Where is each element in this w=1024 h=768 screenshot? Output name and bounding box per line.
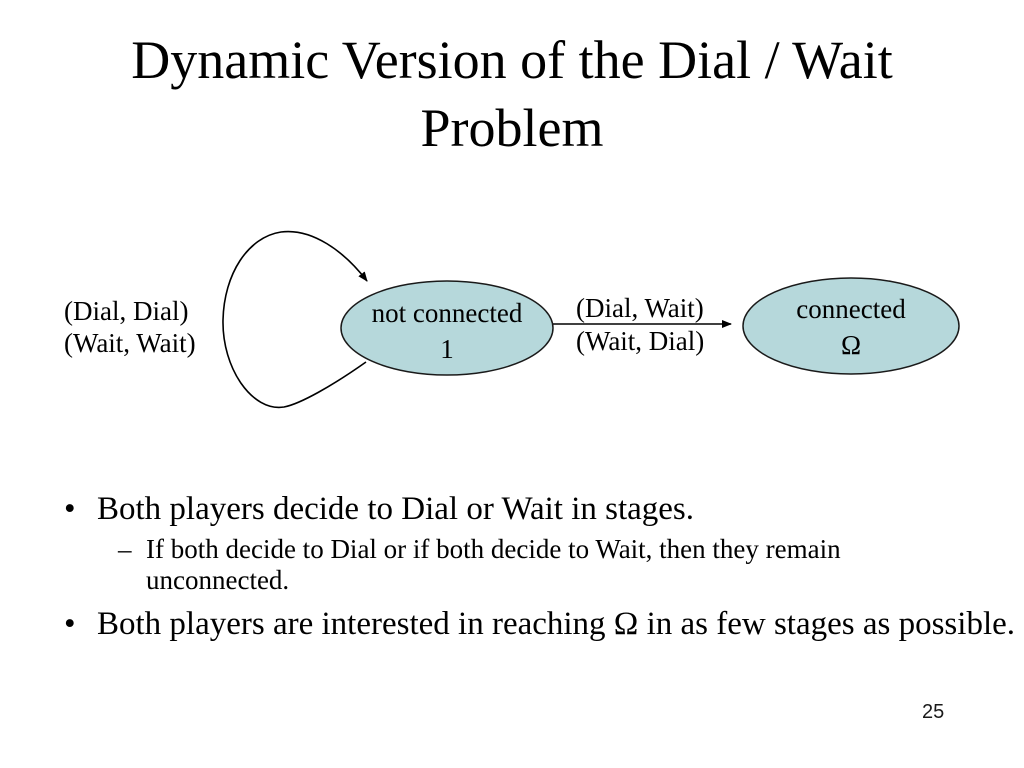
state-node-connected: [742, 277, 960, 375]
transition-label-line1: (Dial, Wait): [576, 293, 704, 323]
state-label-connected-line1: connected: [796, 294, 906, 324]
sub-bullet-item-1-text: If both decide to Dial or if both decide…: [146, 534, 841, 595]
self-loop-label: (Dial, Dial) (Wait, Wait): [64, 295, 196, 359]
state-node-not-connected: [340, 280, 554, 376]
transition-label: (Dial, Wait) (Wait, Dial): [576, 292, 704, 358]
state-diagram: [222, 230, 960, 409]
self-loop-label-line2: (Wait, Wait): [64, 328, 196, 358]
bullet-item-1-text: Both players decide to Dial or Wait in s…: [97, 491, 695, 527]
dash-icon: –: [118, 534, 132, 564]
slide-title: Dynamic Version of the Dial / Wait Probl…: [0, 26, 1024, 162]
state-label-not-connected-line1: not connected: [371, 298, 523, 328]
bullet-item-1: • Both players decide to Dial or Wait in…: [64, 489, 694, 529]
bullet-item-2: • Both players are interested in reachin…: [64, 607, 1015, 642]
self-loop-arrow: [222, 230, 368, 409]
state-label-not-connected-line2: 1: [440, 334, 454, 364]
state-label-connected: connected Ω: [741, 291, 961, 363]
bullet-icon: •: [64, 606, 76, 642]
transition-label-line2: (Wait, Dial): [576, 326, 705, 356]
sub-bullet-item-1: – If both decide to Dial or if both deci…: [118, 534, 946, 596]
slide-title-text: Dynamic Version of the Dial / Wait Probl…: [131, 30, 893, 158]
state-label-connected-line2: Ω: [840, 330, 862, 360]
self-loop-label-line1: (Dial, Dial): [64, 296, 189, 326]
bullet-item-2-text: Both players are interested in reaching …: [97, 606, 1016, 642]
state-label-not-connected: not connected 1: [337, 295, 557, 367]
bullet-icon: •: [64, 491, 76, 527]
page-number: 25: [922, 701, 945, 723]
